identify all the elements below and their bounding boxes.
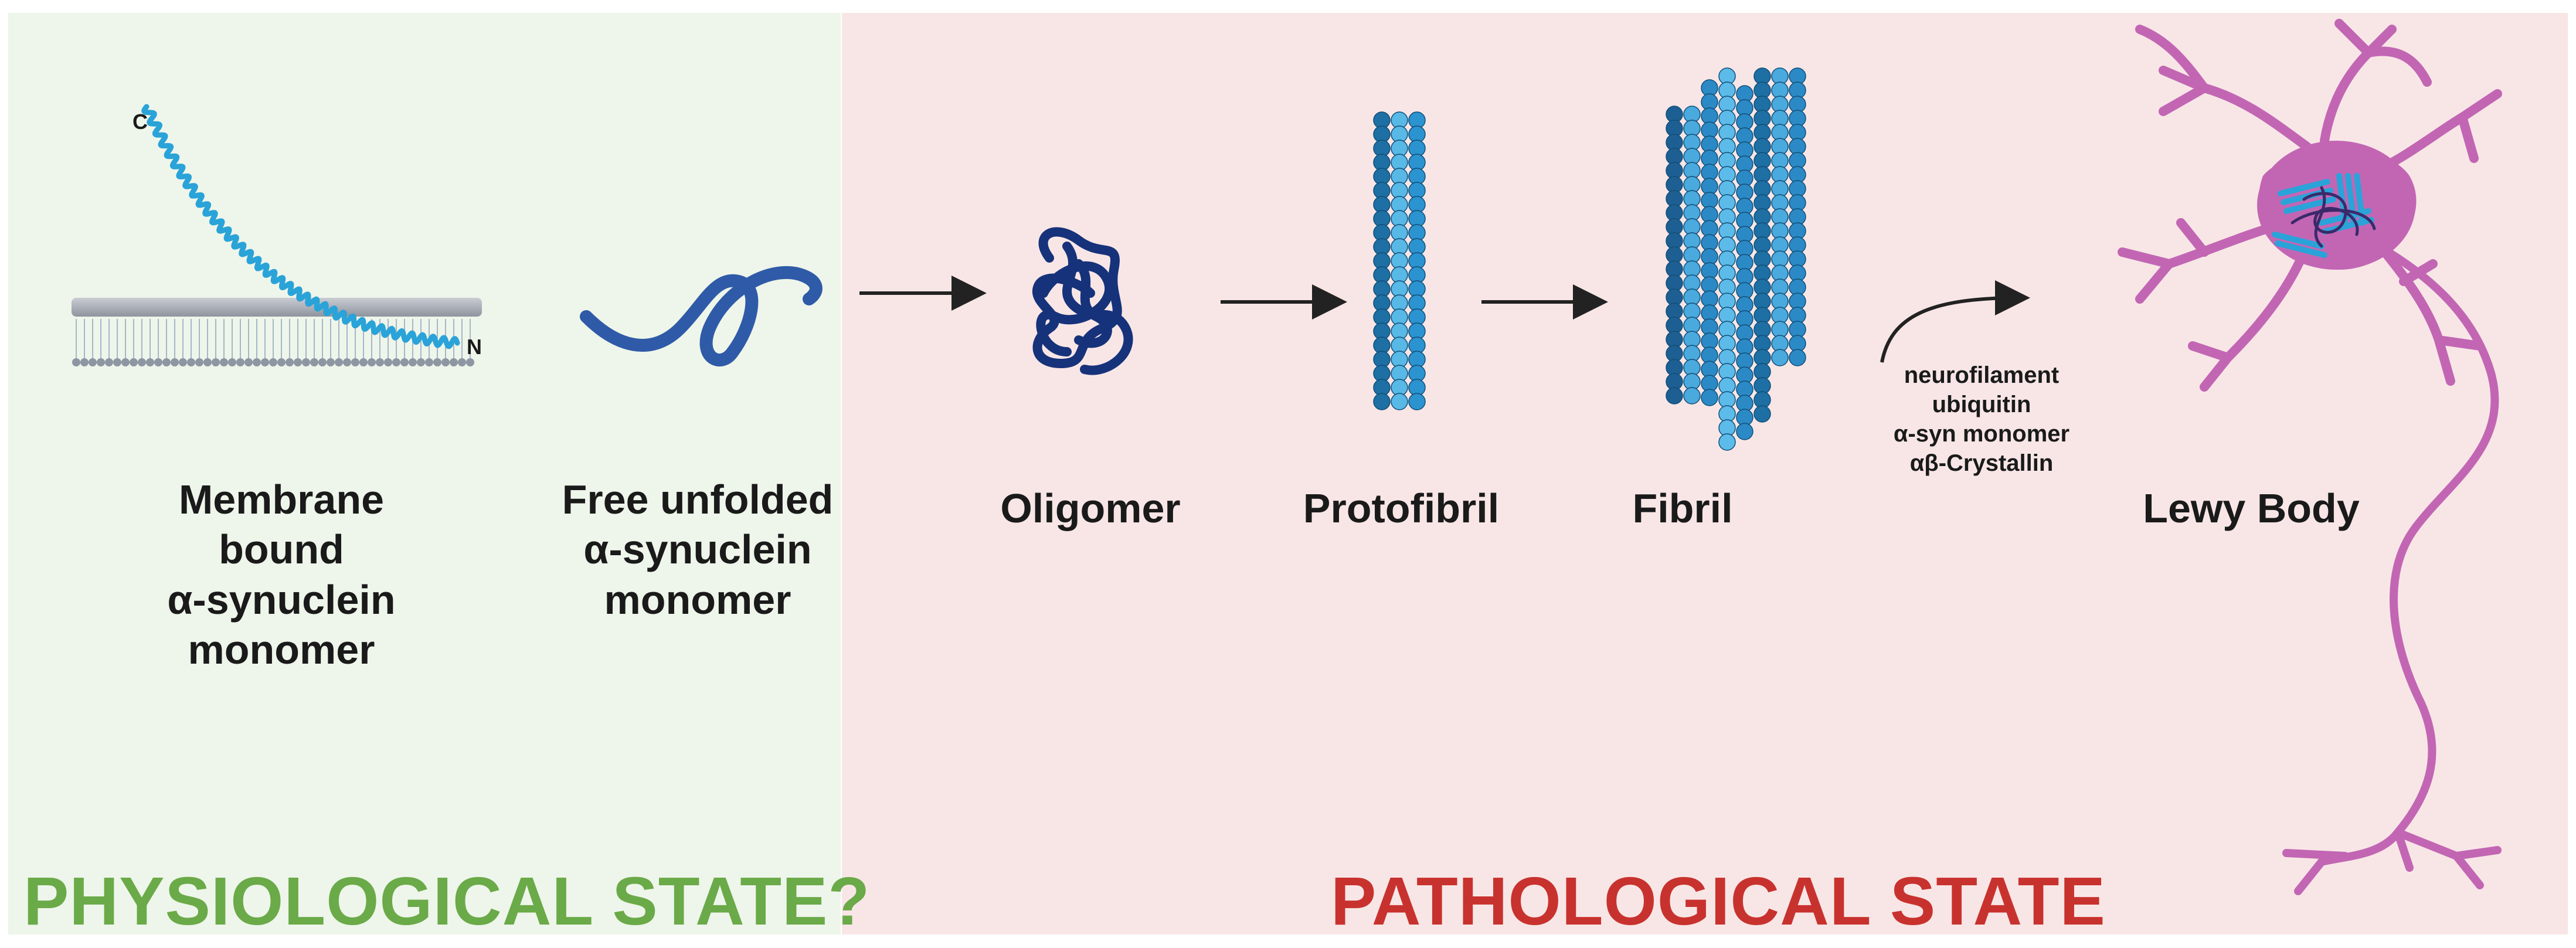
component-neurofilament: neurofilament: [1904, 362, 2060, 388]
pathological-state-label: PATHOLOGICAL STATE: [1331, 863, 2106, 939]
membrane-label-line-1: Membrane: [178, 477, 385, 522]
component-ubiquitin: ubiquitin: [1932, 392, 2031, 417]
fibril-bundle: [1666, 67, 1806, 451]
free-monomer-strand: [580, 266, 823, 367]
lewy-body-label: Lewy Body: [2143, 485, 2360, 531]
free-monomer-label: Free unfolded α-synuclein monomer: [516, 475, 879, 625]
component-asyn-monomer: α-syn monomer: [1893, 421, 2070, 447]
membrane-label-line-4: monomer: [188, 627, 375, 673]
protofibril-column: [1373, 111, 1426, 410]
free-label-line-2: α-synuclein: [583, 526, 812, 573]
neuron: [2118, 19, 2502, 895]
arrow-to-lewy-body: [1880, 280, 2030, 363]
component-crystallin: αβ-Crystallin: [1909, 450, 2054, 476]
oligomer-label: Oligomer: [1000, 485, 1181, 531]
physiological-state-label: PHYSIOLOGICAL STATE?: [23, 863, 871, 939]
c-terminus-label: C: [132, 110, 148, 134]
membrane-label-line-2: bound: [219, 526, 344, 573]
membrane-bound-helix: [141, 104, 460, 349]
lewy-body-components: neurofilament ubiquitin α-syn monomer αβ…: [1853, 361, 2111, 478]
lipid-bilayer: [72, 298, 482, 366]
free-label-line-3: monomer: [604, 576, 791, 623]
free-label-line-1: Free unfolded: [562, 477, 834, 522]
fibril-label: Fibril: [1632, 485, 1733, 531]
lewy-body-inclusion: [2272, 173, 2376, 258]
n-terminus-label: N: [467, 335, 482, 359]
physiological-panel: [8, 13, 841, 935]
protofibril-label: Protofibril: [1303, 485, 1500, 531]
membrane-label-line-3: α-synuclein: [167, 576, 396, 623]
membrane-bound-label: Membrane bound α-synuclein monomer: [117, 475, 446, 675]
oligomer-tangle: [1032, 227, 1133, 375]
